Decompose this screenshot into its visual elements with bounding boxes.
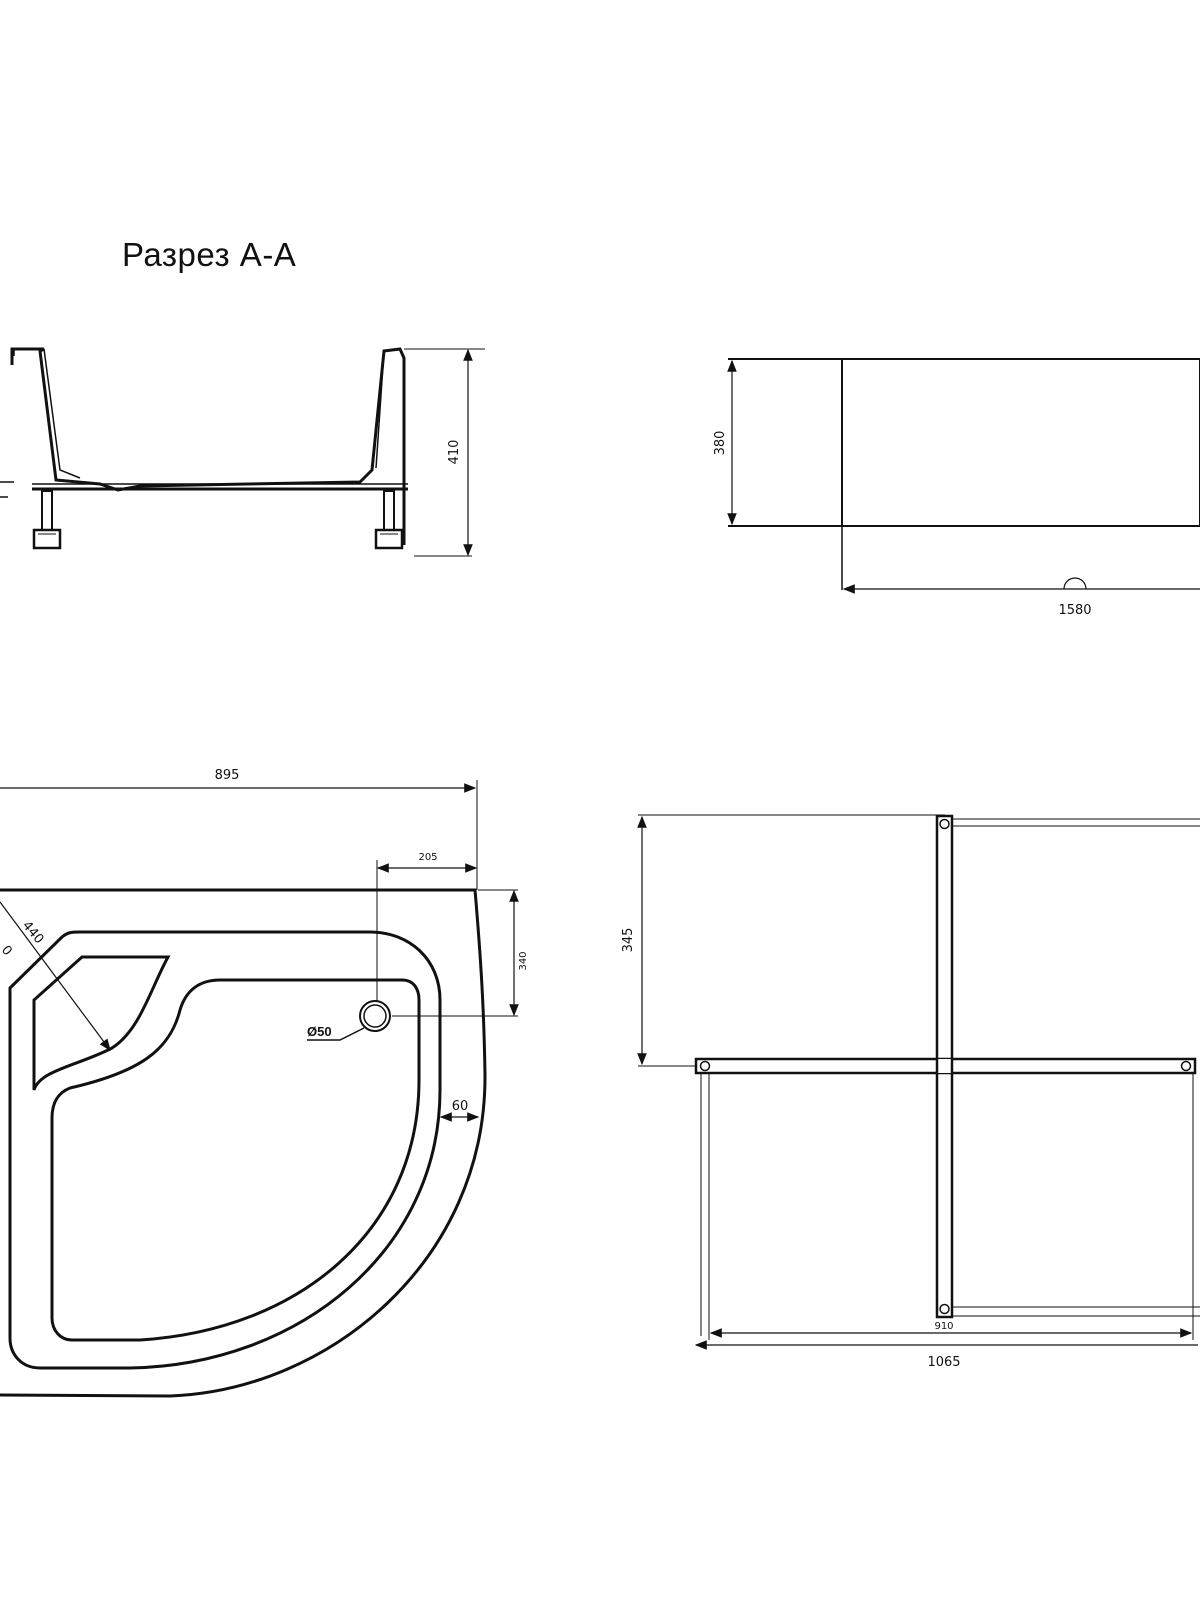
adjustable-leg-right (374, 490, 404, 550)
corner-seat (32, 955, 171, 1091)
side-height-label: 380 (713, 431, 728, 456)
frame-inner-width-label: 910 (934, 1321, 953, 1332)
tray-inner-rim (8, 930, 442, 1370)
side-length-label: 1580 (1058, 603, 1091, 618)
plan-width-label: 895 (215, 768, 240, 783)
frame-view: 345 910 1065 (621, 814, 1200, 1370)
tray-outer-outline (0, 888, 487, 1398)
drain-diameter-label: Ø50 (307, 1024, 332, 1039)
frame-height-label: 345 (621, 928, 636, 953)
tub-cross-section (10, 347, 406, 545)
drain-offset-label: 205 (418, 852, 437, 863)
drain-depth-label: 340 (518, 951, 529, 970)
frame-outer-width-label: 1065 (927, 1355, 960, 1370)
drain (359, 1000, 391, 1032)
basin-floor (50, 978, 421, 1342)
corner-partial-label: 0 (0, 943, 15, 959)
section-title: Разрез А-А (122, 236, 297, 273)
plan-view: 895 440 0 Ø50 205 340 60 (0, 768, 529, 1398)
corner-radius-label: 440 (19, 918, 46, 947)
section-height-label: 410 (447, 440, 462, 465)
section-view: 410 (0, 347, 485, 557)
drain-outlet-symbol (1063, 577, 1087, 590)
adjustable-leg-left (32, 490, 62, 550)
side-panel (841, 358, 1200, 527)
rim-width-label: 60 (452, 1099, 469, 1114)
side-view: 380 1580 (713, 358, 1200, 618)
